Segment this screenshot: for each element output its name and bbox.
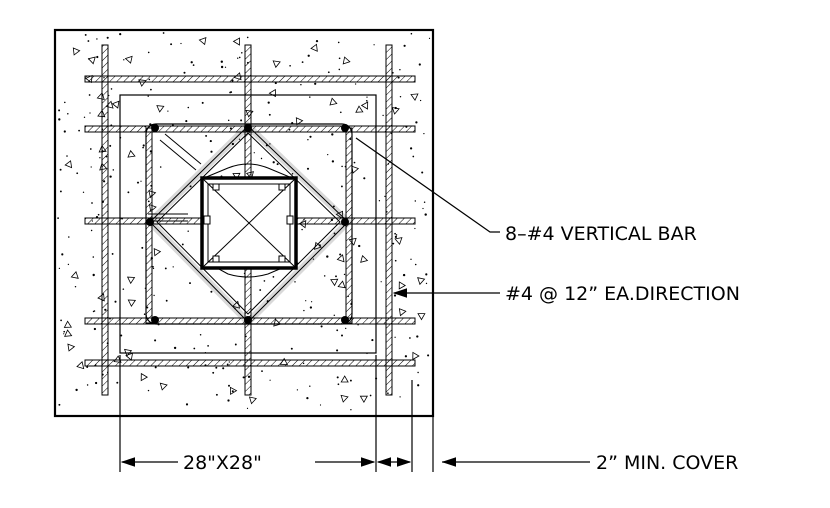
central-post <box>200 163 298 278</box>
tie-hoop <box>145 123 353 325</box>
cover-label: 2” MIN. COVER <box>596 452 738 474</box>
footing-outline <box>53 28 435 418</box>
vertical-rebar <box>385 44 393 396</box>
rebar-spacing-label: #4 @ 12” EA.DIRECTION <box>505 283 740 305</box>
vertical-bar-leader <box>355 137 500 233</box>
vertical-bar-dots <box>146 124 349 324</box>
dimension-extension-lines <box>119 355 434 472</box>
vertical-bar-label: 8–#4 VERTICAL BAR <box>505 223 697 245</box>
vertical-rebar <box>101 44 109 396</box>
dimension-label: 28"X28" <box>183 452 262 474</box>
